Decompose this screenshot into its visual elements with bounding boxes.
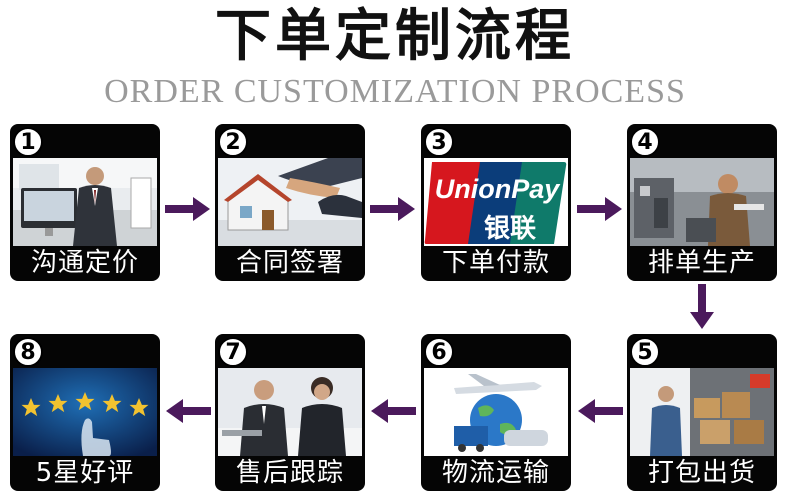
packing-shipping-photo <box>630 368 774 456</box>
step-number-1: 1 <box>13 127 43 157</box>
step-card-1: 1 沟通定价 <box>10 124 160 281</box>
arrow-left-icon <box>370 398 416 424</box>
step-number-7: 7 <box>218 337 248 367</box>
step-card-5: 5 打包出货 <box>627 334 777 491</box>
yinlian-logo-text: 银联 <box>484 214 537 244</box>
step-number-6: 6 <box>424 337 454 367</box>
step-card-7: 7 售后跟踪 <box>215 334 365 491</box>
handshake-house-photo <box>218 158 362 246</box>
unionpay-logo: UnionPay 银联 <box>424 158 568 246</box>
step-label-1: 沟通定价 <box>30 248 139 278</box>
step-card-6: 6 物流运输 <box>421 334 571 491</box>
step-number-4: 4 <box>630 127 660 157</box>
step-label-2: 合同签署 <box>235 248 344 278</box>
step-card-2: 2 合同签署 <box>215 124 365 281</box>
page-title: 下单定制流程 <box>215 4 575 69</box>
step-label-4: 排单生产 <box>647 248 756 278</box>
arrow-down-icon <box>689 284 715 330</box>
step-card-8: 8 5星好评 <box>10 334 160 491</box>
page-subtitle: ORDER CUSTOMIZATION PROCESS <box>104 73 686 110</box>
arrow-left-icon <box>165 398 211 424</box>
arrow-right-icon <box>370 196 416 222</box>
factory-worker-photo <box>630 158 774 246</box>
step-number-2: 2 <box>218 127 248 157</box>
arrow-left-icon <box>577 398 623 424</box>
customer-service-photo <box>218 368 362 456</box>
step-number-3: 3 <box>424 127 454 157</box>
unionpay-logo-text: UnionPay <box>434 174 560 204</box>
five-star-rating-photo <box>13 368 157 456</box>
step-label-5: 打包出货 <box>647 458 756 488</box>
office-call-photo <box>13 158 157 246</box>
step-card-3: 3 UnionPay 银联 下单付款 <box>421 124 571 281</box>
step-label-3: 下单付款 <box>441 248 550 278</box>
step-label-7: 售后跟踪 <box>235 458 344 488</box>
step-number-8: 8 <box>13 337 43 367</box>
step-number-5: 5 <box>630 337 660 367</box>
step-label-6: 物流运输 <box>441 458 550 488</box>
arrow-right-icon <box>577 196 623 222</box>
arrow-right-icon <box>165 196 211 222</box>
step-card-4: 4 排单生产 <box>627 124 777 281</box>
step-label-8: 5星好评 <box>35 458 135 488</box>
logistics-transport-photo <box>424 368 568 456</box>
